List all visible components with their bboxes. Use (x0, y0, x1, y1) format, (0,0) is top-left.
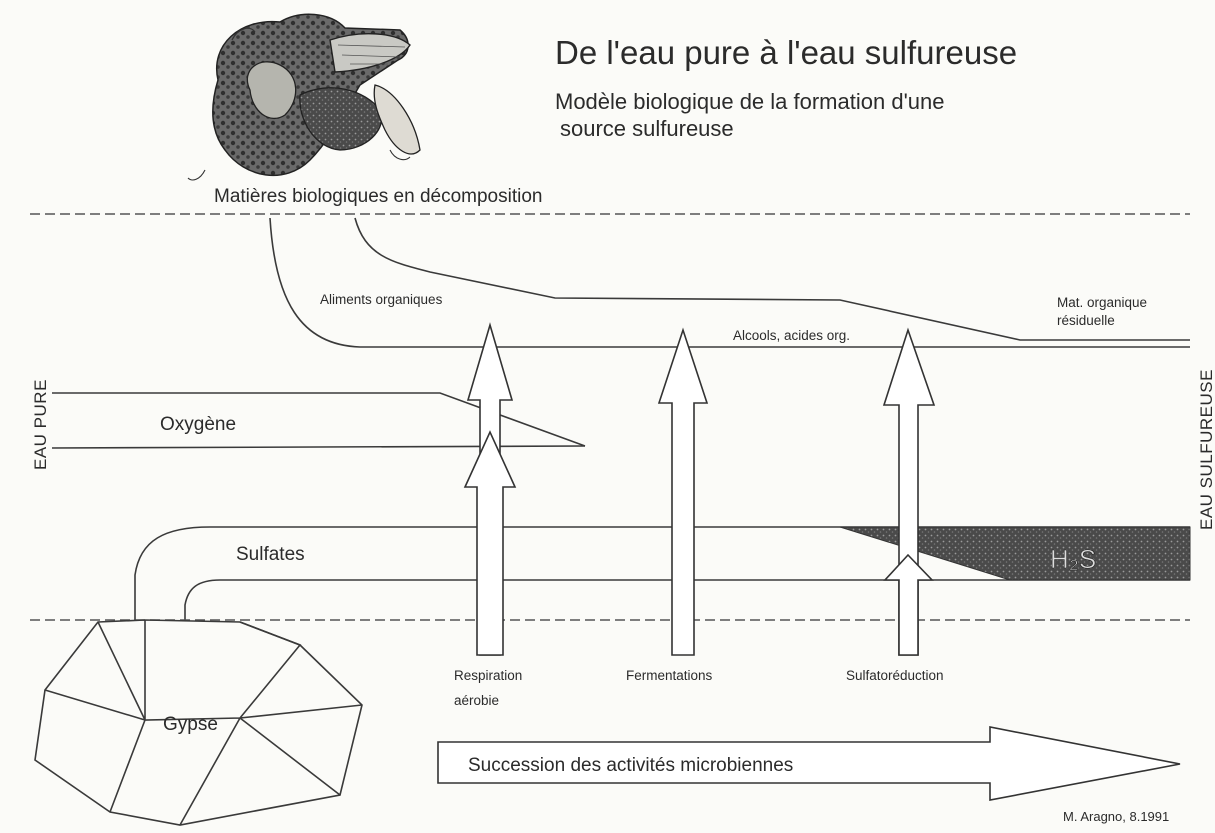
oxygen-lower-line (51, 445, 586, 449)
label-sulfatoreduction: Sulfatoréduction (846, 668, 944, 683)
label-oxygene: Oxygène (160, 414, 236, 435)
succession-arrow (437, 726, 1181, 801)
gypse-crystal (34, 619, 363, 826)
subtitle-line2: source sulfureuse (560, 116, 734, 141)
h2s-region (839, 526, 1191, 581)
label-succession: Succession des activités microbiennes (468, 755, 793, 776)
label-sulfates: Sulfates (236, 544, 305, 565)
label-decomposition: Matières biologiques en décomposition (214, 186, 542, 207)
cornucopia-illustration (187, 13, 421, 181)
sulfates-upper-line (134, 526, 1190, 620)
label-eau-pure: EAU PURE (31, 379, 50, 470)
label-respiration-2: aérobie (454, 693, 499, 708)
oxygen-upper-line (52, 392, 586, 447)
label-aliments: Aliments organiques (320, 292, 443, 307)
subtitle-line1: Modèle biologique de la formation d'une (555, 89, 944, 114)
label-eau-sulfureuse: EAU SULFUREUSE (1197, 369, 1215, 530)
organic-flow-upper (354, 217, 1190, 341)
label-alcools: Alcools, acides org. (733, 328, 850, 343)
arrow-fermentations (657, 327, 709, 656)
sulfates-lower-line (184, 579, 1190, 620)
label-h2s: H₂S (1050, 544, 1096, 574)
arrow-respiration (463, 322, 517, 656)
label-residual-2: résiduelle (1057, 313, 1115, 328)
label-residual-1: Mat. organique (1057, 295, 1147, 310)
arrow-sulfatoreduction (882, 327, 936, 656)
organic-flow-lower (269, 217, 1190, 348)
label-respiration-1: Respiration (454, 668, 522, 683)
label-gypse: Gypse (163, 714, 218, 735)
title: De l'eau pure à l'eau sulfureuse (555, 34, 1017, 71)
label-fermentations: Fermentations (626, 668, 713, 683)
credit: M. Aragno, 8.1991 (1063, 809, 1169, 824)
